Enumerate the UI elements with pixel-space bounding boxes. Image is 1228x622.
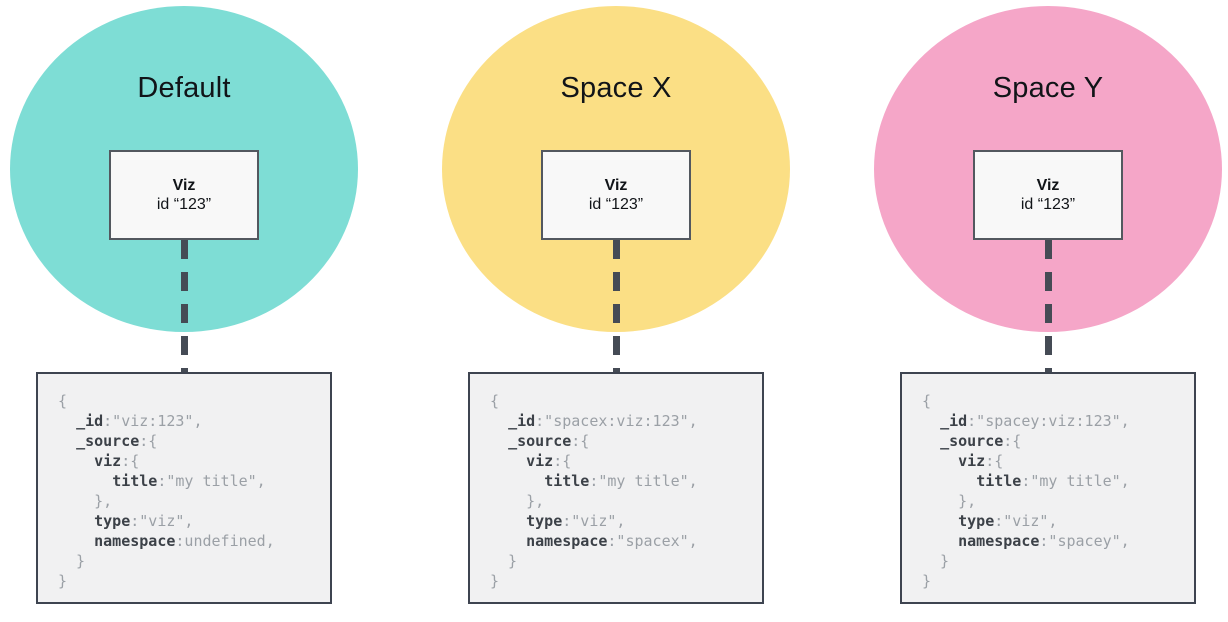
code-line: } <box>490 552 518 570</box>
space-column-spacex: Space X Viz id “123” { _id:"spacex:viz:1… <box>440 0 792 622</box>
code-line: { <box>58 392 68 410</box>
code-line: { <box>490 392 500 410</box>
code-line: viz:{ <box>94 452 140 470</box>
code-line: namespace:"spacey", <box>958 532 1130 550</box>
saved-object-document: { _id:"viz:123", _source:{ viz:{ title:"… <box>36 372 332 604</box>
code-line: _source:{ <box>940 432 1022 450</box>
code-line: }, <box>490 492 545 510</box>
viz-node-title: Viz <box>604 177 628 194</box>
code-line: viz:{ <box>526 452 572 470</box>
dashed-connector <box>613 240 620 373</box>
dashed-connector <box>181 240 188 373</box>
code-line: } <box>490 572 500 590</box>
viz-node: Viz id “123” <box>109 150 259 240</box>
code-line: _id:"viz:123", <box>76 412 203 430</box>
viz-node-id: id “123” <box>156 196 212 213</box>
code-line: title:"my title", <box>544 472 698 490</box>
code-line: title:"my title", <box>112 472 266 490</box>
space-column-spacey: Space Y Viz id “123” { _id:"spacey:viz:1… <box>872 0 1224 622</box>
code-line: type:"viz", <box>526 512 626 530</box>
code-line: type:"viz", <box>958 512 1058 530</box>
dashed-connector <box>1045 240 1052 373</box>
viz-node-id: id “123” <box>588 196 644 213</box>
code-line: _id:"spacex:viz:123", <box>508 412 698 430</box>
viz-node: Viz id “123” <box>973 150 1123 240</box>
code-line: } <box>922 552 950 570</box>
code-line: } <box>58 572 68 590</box>
saved-object-document: { _id:"spacey:viz:123", _source:{ viz:{ … <box>900 372 1196 604</box>
space-title: Space Y <box>992 72 1104 104</box>
code-line: namespace:"spacex", <box>526 532 698 550</box>
viz-node-title: Viz <box>172 177 196 194</box>
code-line: }, <box>922 492 977 510</box>
saved-object-document: { _id:"spacex:viz:123", _source:{ viz:{ … <box>468 372 764 604</box>
code-line: } <box>922 572 932 590</box>
code-line: } <box>58 552 86 570</box>
viz-node-id: id “123” <box>1020 196 1076 213</box>
code-line: title:"my title", <box>976 472 1130 490</box>
viz-node-title: Viz <box>1036 177 1060 194</box>
code-line: { <box>922 392 932 410</box>
code-line: namespace:undefined, <box>94 532 275 550</box>
code-line: viz:{ <box>958 452 1004 470</box>
code-line: _source:{ <box>508 432 590 450</box>
space-column-default: Default Viz id “123” { _id:"viz:123", _s… <box>8 0 360 622</box>
space-title: Space X <box>560 72 672 104</box>
code-line: _source:{ <box>76 432 158 450</box>
code-line: type:"viz", <box>94 512 194 530</box>
space-title: Default <box>137 72 231 104</box>
code-line: }, <box>58 492 113 510</box>
code-line: _id:"spacey:viz:123", <box>940 412 1130 430</box>
viz-node: Viz id “123” <box>541 150 691 240</box>
